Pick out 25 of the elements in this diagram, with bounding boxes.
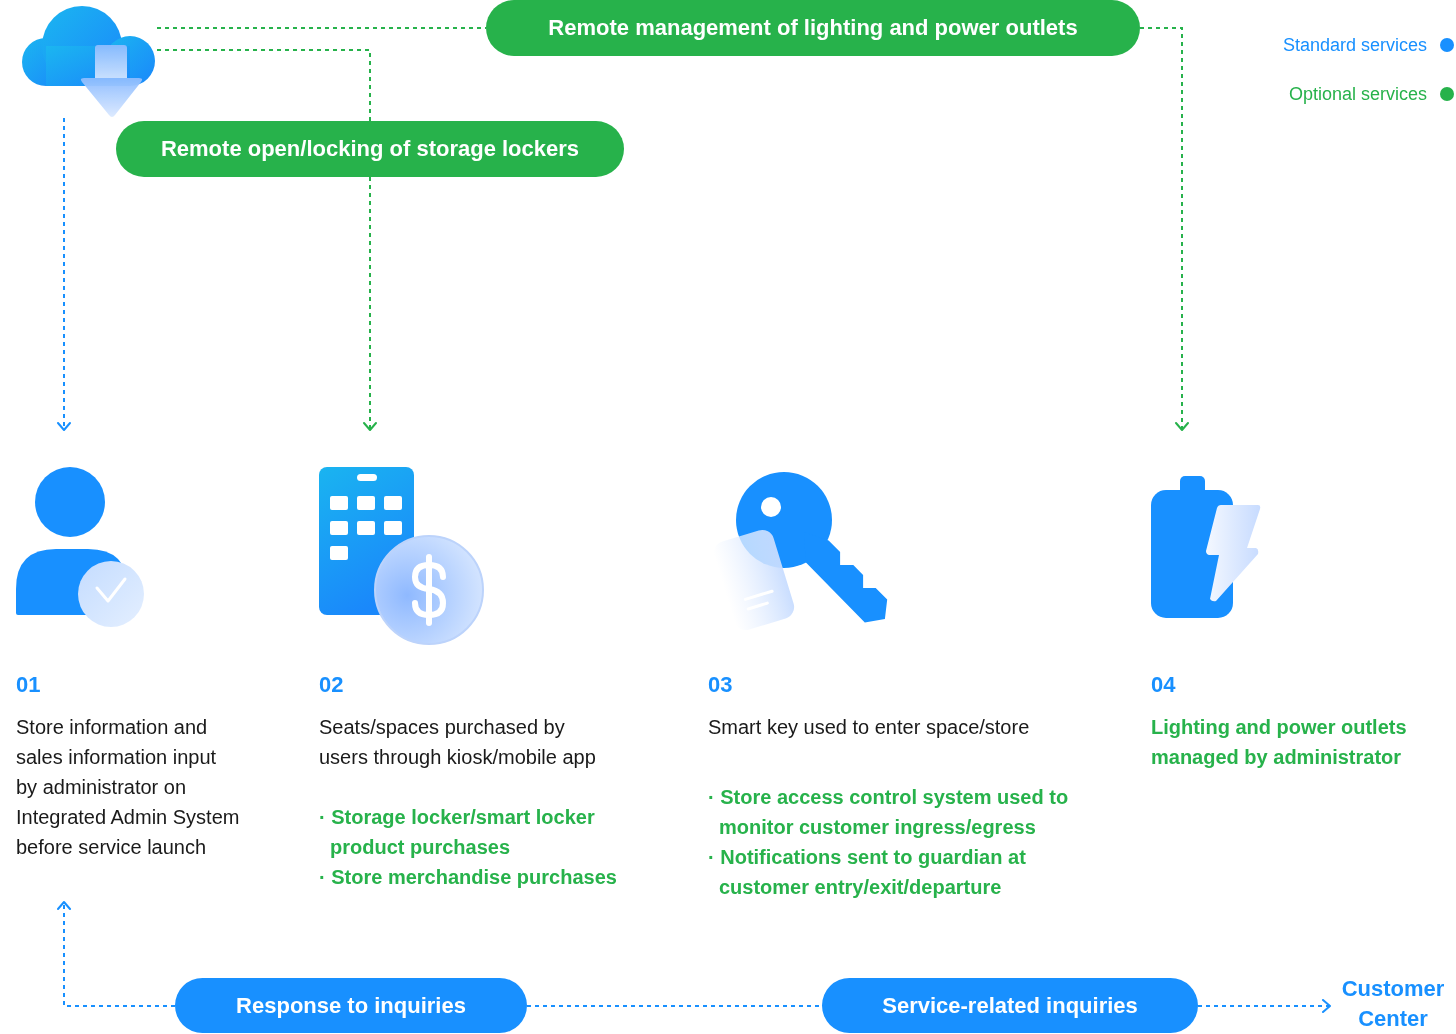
step-number: 03 [708, 671, 734, 699]
service-pill: Response to inquiries [175, 978, 527, 1033]
service-pill: Remote management of lighting and power outlets [486, 0, 1140, 56]
step-number: 02 [319, 671, 345, 699]
optional-service-item: · Storage locker/smart locker product purchases [319, 805, 596, 860]
legend-label: Standard services [1282, 34, 1427, 57]
dotted-arrow [363, 176, 377, 431]
endpoint-label: Customer Center [1330, 974, 1456, 1034]
optional-service-item: · Store access control system used to monitor customer ingress/egress [708, 785, 1070, 840]
dotted-arrow [1139, 27, 1189, 431]
step-description: Seats/spaces purchased by users through kiosk/mobile app [319, 715, 597, 770]
step-number: 01 [16, 671, 42, 699]
dotted-arrow [57, 117, 71, 431]
service-pill: Remote open/locking of storage lockers [116, 121, 624, 177]
step-description: Store information and sales information input by administrator on Integrated Admin System before service launch [16, 715, 241, 860]
dotted-arrow [1197, 999, 1331, 1013]
service-pill: Service-related inquiries [822, 978, 1198, 1033]
optional-service-item: · Store merchandise purchases [319, 865, 618, 890]
dotted-line [156, 49, 371, 122]
optional-service-text: Lighting and power outlets managed by administrator [1151, 715, 1408, 770]
step-number: 04 [1151, 671, 1177, 699]
legend-label: Optional services [1288, 83, 1427, 106]
dotted-arrow [57, 901, 176, 1007]
optional-service-item: · Notifications sent to guardian at customer entry/exit/departure [708, 845, 1027, 900]
step-description: Smart key used to enter space/store [708, 715, 1031, 740]
